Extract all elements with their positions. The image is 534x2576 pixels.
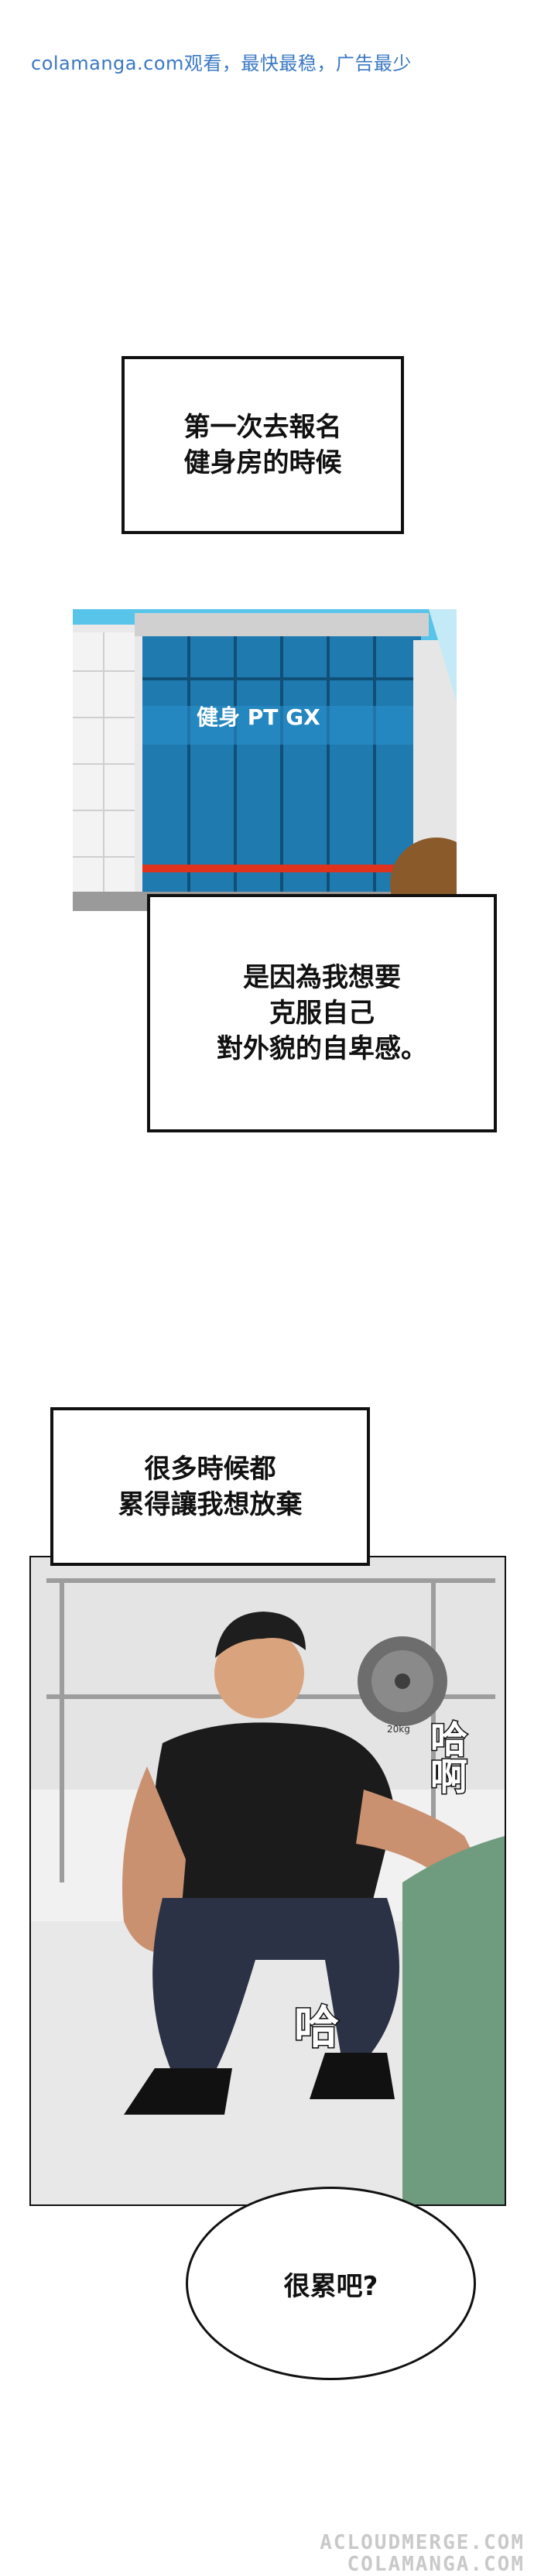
narration-box-3: 很多時候都 累得讓我想放棄 <box>50 1407 370 1566</box>
narration-box-2: 是因為我想要 克服自己 對外貌的自卑感。 <box>147 894 497 1132</box>
speech-bubble: 很累吧? <box>186 2187 476 2380</box>
watermark-colamanga: COLAMANGA.COM <box>347 2553 525 2576</box>
narration-line: 克服自己 <box>269 998 375 1029</box>
speech-text: 很累吧? <box>283 2270 378 2302</box>
gym-building-illustration <box>73 609 457 911</box>
narration-line: 很多時候都 <box>144 1453 276 1485</box>
narration-line: 是因為我想要 <box>243 962 401 993</box>
plate-weight-label: 20kg <box>387 1724 410 1735</box>
narration-line: 第一次去報名 <box>183 412 342 443</box>
trainer-illustration <box>31 1557 505 2204</box>
gym-sign: 健身 PT GX <box>197 704 320 730</box>
sfx-pant: 哈啊 <box>423 1719 468 1796</box>
watermark-acloudmerge: ACLOUDMERGE.COM <box>320 2531 525 2554</box>
gym-building-panel: 健身 PT GX <box>73 609 457 911</box>
narration-line: 對外貌的自卑感。 <box>217 1033 427 1064</box>
narration-line: 累得讓我想放棄 <box>118 1488 303 1520</box>
site-watermark: colamanga.com观看，最快最稳，广告最少 <box>31 53 412 74</box>
narration-line: 健身房的時候 <box>183 447 342 478</box>
sfx-huff: 哈 <box>293 2000 340 2055</box>
narration-box-1: 第一次去報名 健身房的時候 <box>122 356 404 534</box>
trainer-squat-panel: 哈啊 哈 20kg <box>29 1556 506 2206</box>
